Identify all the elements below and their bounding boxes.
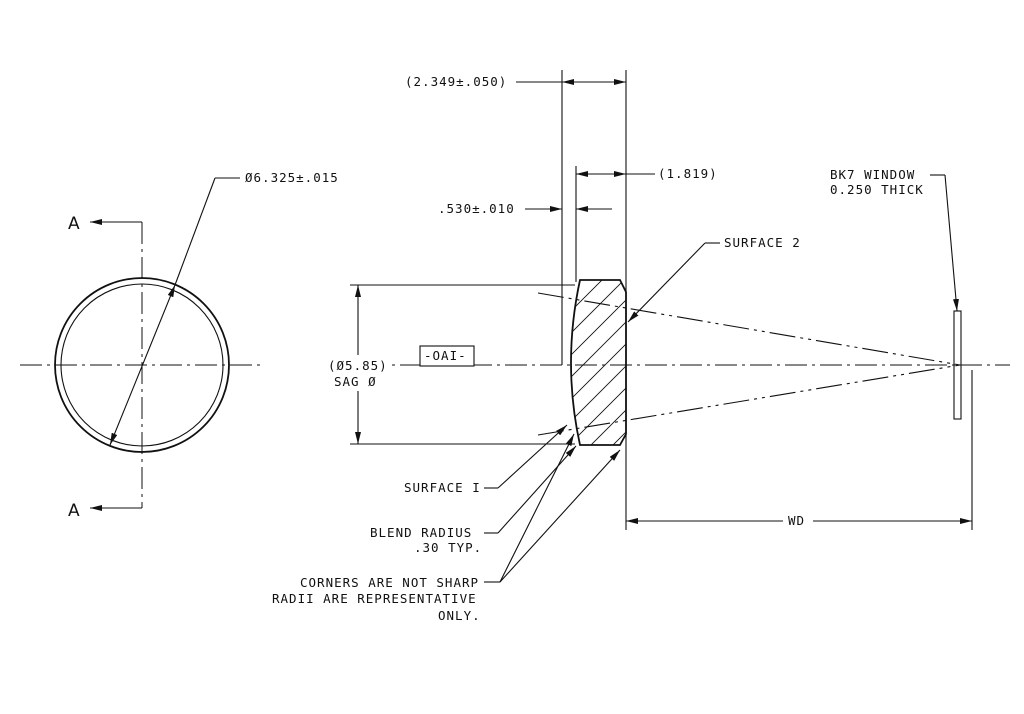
corners-leader-2	[499, 449, 621, 583]
surface1-label: SURFACE I	[404, 480, 481, 495]
ray-top	[537, 292, 961, 366]
blend-radius-label-line1: BLEND RADIUS	[370, 525, 472, 540]
section-label-top: A	[68, 214, 80, 234]
datum-box	[419, 345, 475, 367]
section-view: (2.349±.050) (1.819) .530±.010 (Ø5.85) S…	[272, 70, 1010, 623]
surface2-leader	[627, 242, 706, 323]
surface2-label: SURFACE 2	[724, 235, 801, 250]
corners-note-line2: RADII ARE REPRESENTATIVE	[272, 591, 477, 606]
window-label-line2: 0.250 THICK	[830, 182, 924, 197]
wd-label-bg	[783, 513, 813, 529]
blend-radius-label-line2: .30 TYP.	[414, 540, 482, 555]
surface1-leader	[497, 424, 568, 489]
lens-outer-edge	[54, 277, 230, 453]
lens-inner-edge	[60, 283, 224, 447]
edge-thickness-dimension: .530±.010	[438, 201, 515, 216]
diameter-leader	[109, 284, 176, 446]
center-thickness-dimension: (1.819)	[658, 166, 718, 181]
lens-section	[570, 279, 627, 446]
sag-label-bg	[318, 355, 388, 391]
corners-leader-1	[499, 433, 575, 583]
diameter-dimension: Ø6.325±.015	[245, 170, 339, 185]
section-label-bottom: A	[68, 501, 80, 521]
diameter-leader-ext	[174, 177, 216, 286]
corners-note-line3: ONLY.	[438, 608, 481, 623]
ray-bottom	[537, 364, 961, 436]
corners-note-line1: CORNERS ARE NOT SHARP	[300, 575, 479, 590]
sag-diameter-label: SAG Ø	[334, 374, 377, 389]
blend-leader	[497, 445, 577, 534]
front-view: A A Ø6.325±.015	[20, 170, 339, 521]
window-leader	[944, 174, 959, 312]
wd-label: WD	[788, 513, 805, 528]
overall-length-dimension: (2.349±.050)	[405, 74, 507, 89]
datum-label: -OAI-	[424, 348, 467, 363]
window-label-line1: BK7 WINDOW	[830, 167, 915, 182]
bk7-window	[953, 310, 962, 420]
section-hatching	[571, 280, 626, 445]
sag-diameter-dimension: (Ø5.85)	[328, 358, 388, 373]
